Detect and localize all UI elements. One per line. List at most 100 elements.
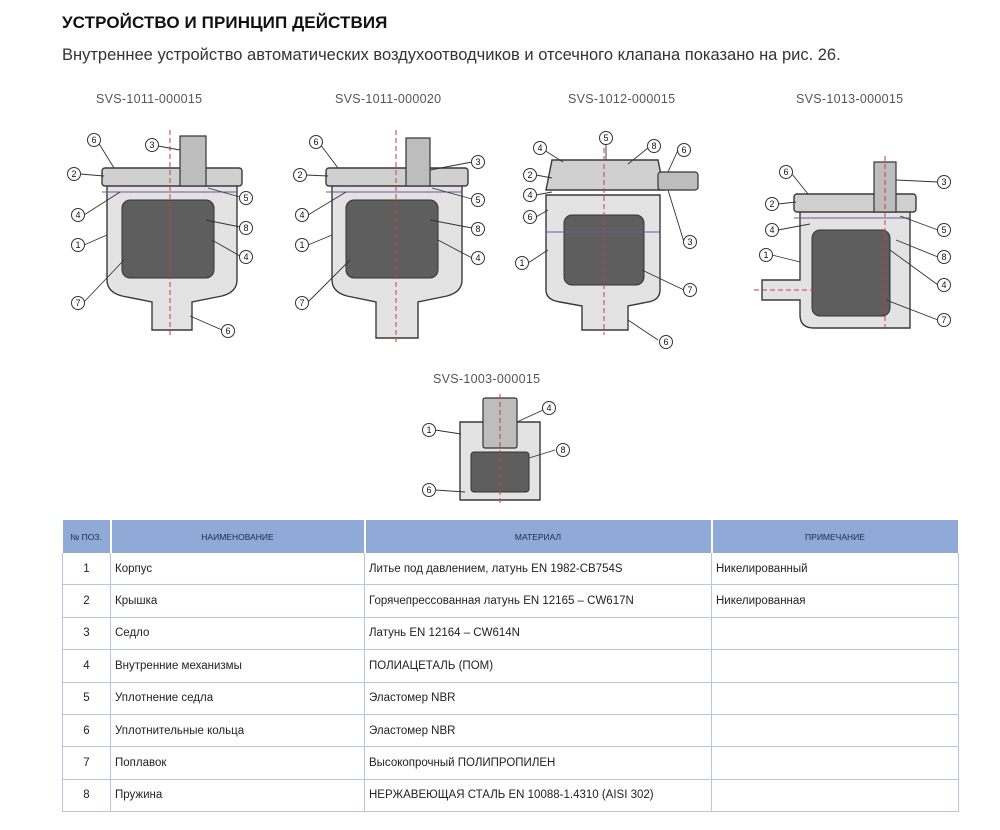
cell-material: ПОЛИАЦЕТАЛЬ (ПОМ) — [364, 649, 712, 683]
col-header-name: НАИМЕНОВАНИЕ — [110, 520, 366, 553]
cell-num: 4 — [62, 649, 111, 683]
marker: 4 — [299, 210, 304, 220]
table-row: 3 Седло Латунь EN 12164 – CW614N — [62, 617, 959, 651]
cell-note — [711, 649, 959, 683]
marker: 6 — [783, 167, 788, 177]
marker: 4 — [546, 403, 551, 413]
table-row: 4 Внутренние механизмы ПОЛИАЦЕТАЛЬ (ПОМ) — [62, 649, 959, 683]
marker: 7 — [299, 298, 304, 308]
marker: 4 — [475, 253, 480, 263]
parts-table: № ПОЗ. НАИМЕНОВАНИЕ МАТЕРИАЛ ПРИМЕЧАНИЕ … — [62, 520, 960, 813]
drawing-svs-1011-000015: 6 3 2 5 4 8 1 4 7 6 — [67, 130, 253, 338]
marker: 6 — [527, 212, 532, 222]
marker: 5 — [243, 193, 248, 203]
col-header-note: ПРИМЕЧАНИЕ — [711, 520, 960, 553]
cell-name: Внутренние механизмы — [110, 649, 365, 683]
cell-num: 2 — [62, 584, 111, 618]
drawing-svs-1012-000015: 5 8 4 6 2 4 6 3 1 7 6 — [515, 131, 699, 349]
drawing-code-4: SVS-1013-000015 — [796, 92, 904, 106]
marker: 1 — [299, 240, 304, 250]
cell-material: Латунь EN 12164 – CW614N — [364, 617, 712, 651]
col-header-material: МАТЕРИАЛ — [364, 520, 713, 553]
cell-note — [711, 714, 959, 748]
cell-name: Седло — [110, 617, 365, 651]
marker: 8 — [243, 223, 248, 233]
intro-paragraph: Внутреннее устройство автоматических воз… — [62, 46, 841, 64]
cell-name: Крышка — [110, 584, 365, 618]
marker: 5 — [941, 225, 946, 235]
drawing-svs-1013-000015: 6 3 2 4 5 1 8 4 7 — [754, 156, 951, 332]
marker: 1 — [75, 240, 80, 250]
marker: 2 — [527, 170, 532, 180]
marker: 1 — [519, 258, 524, 268]
marker: 4 — [75, 210, 80, 220]
marker: 4 — [941, 280, 946, 290]
marker: 3 — [475, 157, 480, 167]
marker: 6 — [313, 137, 318, 147]
cell-note — [711, 617, 959, 651]
marker: 7 — [941, 315, 946, 325]
marker: 1 — [426, 425, 431, 435]
marker: 5 — [603, 133, 608, 143]
cell-name: Уплотнение седла — [110, 682, 365, 715]
marker: 8 — [941, 252, 946, 262]
drawing-code-5: SVS-1003-000015 — [433, 372, 541, 386]
marker: 2 — [297, 170, 302, 180]
table-row: 1 Корпус Литье под давлением, латунь EN … — [62, 553, 959, 586]
cell-material: Эластомер NBR — [364, 682, 712, 715]
cell-name: Пружина — [110, 779, 365, 813]
drawing-svs-1011-000020: 6 3 2 5 4 8 1 4 7 — [293, 130, 485, 342]
cell-num: 7 — [62, 746, 111, 780]
drawing-svs-1003-000015: 4 1 8 6 — [422, 394, 570, 506]
cell-note — [711, 682, 959, 715]
cell-note: Никелированный — [711, 553, 959, 586]
marker: 4 — [243, 252, 248, 262]
cell-num: 5 — [62, 682, 111, 715]
drawing-code-3: SVS-1012-000015 — [568, 92, 676, 106]
drawing-code-2: SVS-1011-000020 — [335, 92, 442, 106]
col-header-num: № ПОЗ. — [62, 520, 112, 553]
cell-note — [711, 746, 959, 780]
marker: 6 — [681, 145, 686, 155]
cell-material: Горячепрессованная латунь EN 12165 – CW6… — [364, 584, 712, 618]
marker: 3 — [687, 237, 692, 247]
marker: 8 — [560, 445, 565, 455]
cell-material: НЕРЖАВЕЮЩАЯ СТАЛЬ EN 10088-1.4310 (AISI … — [364, 779, 712, 813]
cell-num: 1 — [62, 553, 111, 586]
cell-material: Литье под давлением, латунь EN 1982-CB75… — [364, 553, 712, 586]
marker: 6 — [91, 135, 96, 145]
table-row: 2 Крышка Горячепрессованная латунь EN 12… — [62, 584, 959, 618]
marker: 8 — [475, 224, 480, 234]
cell-name: Корпус — [110, 553, 365, 586]
cell-num: 8 — [62, 779, 111, 813]
marker: 4 — [527, 190, 532, 200]
marker: 7 — [687, 285, 692, 295]
marker: 4 — [537, 143, 542, 153]
marker: 6 — [663, 337, 668, 347]
table-row: 7 Поплавок Высокопрочный ПОЛИПРОПИЛЕН — [62, 746, 959, 780]
cell-note: Никелированная — [711, 584, 959, 618]
table-header-row: № ПОЗ. НАИМЕНОВАНИЕ МАТЕРИАЛ ПРИМЕЧАНИЕ — [62, 520, 960, 553]
marker: 4 — [769, 225, 774, 235]
marker: 3 — [941, 177, 946, 187]
cell-name: Уплотнительные кольца — [110, 714, 365, 748]
cell-name: Поплавок — [110, 746, 365, 780]
marker: 2 — [769, 199, 774, 209]
cell-note — [711, 779, 959, 813]
marker: 6 — [426, 485, 431, 495]
table-row: 5 Уплотнение седла Эластомер NBR — [62, 682, 959, 715]
marker: 8 — [651, 141, 656, 151]
cell-material: Эластомер NBR — [364, 714, 712, 748]
cell-material: Высокопрочный ПОЛИПРОПИЛЕН — [364, 746, 712, 780]
marker: 7 — [75, 298, 80, 308]
section-heading: УСТРОЙСТВО И ПРИНЦИП ДЕЙСТВИЯ — [62, 13, 388, 32]
marker: 6 — [225, 326, 230, 336]
cell-num: 6 — [62, 714, 111, 748]
cell-num: 3 — [62, 617, 111, 651]
marker: 3 — [149, 140, 154, 150]
drawing-code-1: SVS-1011-000015 — [96, 92, 203, 106]
marker: 1 — [763, 250, 768, 260]
marker: 5 — [475, 195, 480, 205]
table-row: 8 Пружина НЕРЖАВЕЮЩАЯ СТАЛЬ EN 10088-1.4… — [62, 779, 959, 813]
marker: 2 — [71, 169, 76, 179]
